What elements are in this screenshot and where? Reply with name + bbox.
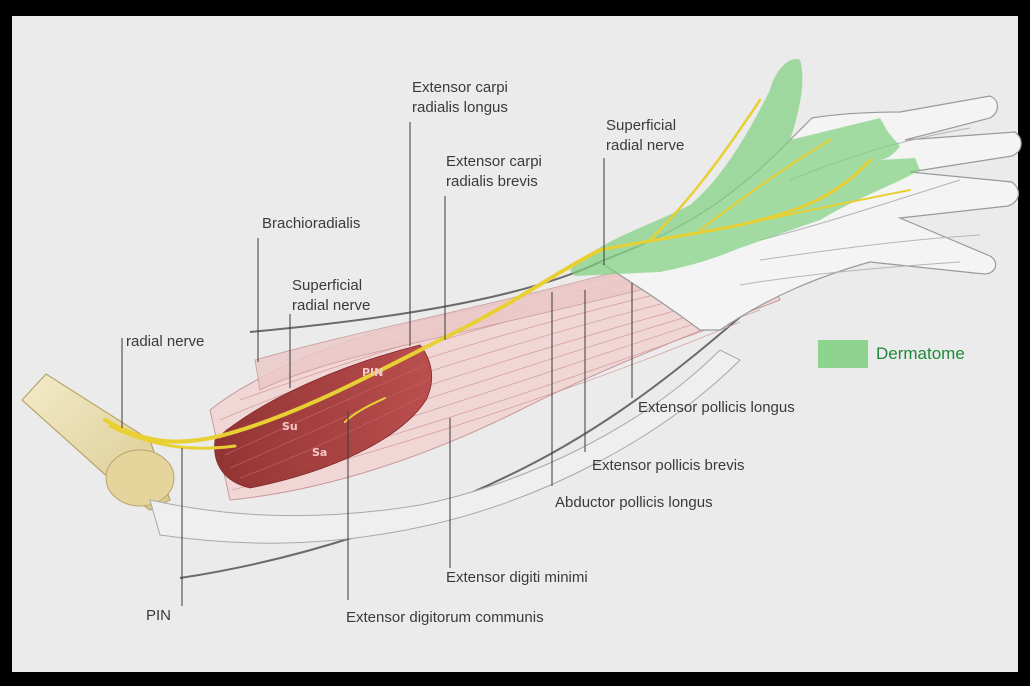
pin-muscle-mark: PIN xyxy=(362,366,383,379)
label-ext-pollicis-longus: Extensor pollicis longus xyxy=(638,398,795,418)
legend-dermatome-label: Dermatome xyxy=(876,344,965,364)
label-ext-digitorum-communis: Extensor digitorum communis xyxy=(346,608,544,628)
label-ext-digiti-minimi: Extensor digiti minimi xyxy=(446,568,588,588)
label-ext-pollicis-brevis: Extensor pollicis brevis xyxy=(592,456,745,476)
supinator-mark-1: Su xyxy=(282,420,298,433)
label-ext-carpi-radialis-brevis: Extensor carpi radialis brevis xyxy=(446,152,542,192)
label-pin: PIN xyxy=(146,606,171,626)
label-radial-nerve: radial nerve xyxy=(126,332,204,352)
label-ext-carpi-radialis-longus: Extensor carpi radialis longus xyxy=(412,78,508,118)
label-abductor-pollicis-longus: Abductor pollicis longus xyxy=(555,493,713,513)
label-brachioradialis: Brachioradialis xyxy=(262,214,360,234)
label-superficial-radial-nerve-hand: Superficial radial nerve xyxy=(606,116,684,156)
legend-dermatome-swatch xyxy=(818,340,868,368)
label-superficial-radial-nerve: Superficial radial nerve xyxy=(292,276,370,316)
supinator-mark-2: Sa xyxy=(312,446,327,459)
